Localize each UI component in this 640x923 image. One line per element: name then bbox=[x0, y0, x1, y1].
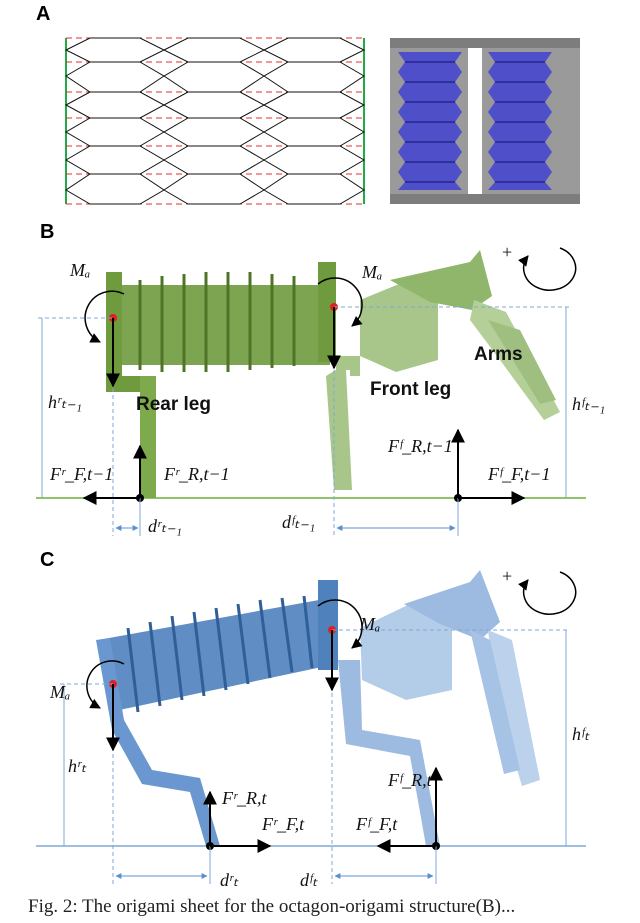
distance-front-b: dᶠₜ₋₁ bbox=[282, 512, 315, 532]
friction-front-b: Fᶠ_F,t−1 bbox=[487, 464, 550, 484]
annotations-c bbox=[60, 571, 577, 884]
origami-folded-render bbox=[390, 38, 580, 204]
panel-label-b: B bbox=[40, 221, 54, 243]
rear-leg-label: Rear leg bbox=[136, 394, 211, 415]
height-front-b: hᶠₜ₋₁ bbox=[572, 394, 605, 414]
friction-rear-b: Fʳ_F,t−1 bbox=[49, 464, 113, 484]
moment-label-b-right: Mₐ bbox=[361, 262, 382, 282]
friction-rear-c: Fʳ_F,t bbox=[261, 814, 305, 834]
reaction-front-b: Fᶠ_R,t−1 bbox=[387, 436, 453, 456]
reaction-rear-b: Fʳ_R,t−1 bbox=[163, 464, 230, 484]
annotations-b bbox=[38, 247, 577, 536]
moment-label-b-left: Mₐ bbox=[69, 260, 90, 280]
distance-front-c: dᶠₜ bbox=[300, 870, 318, 890]
plus-sign-b: + bbox=[502, 242, 512, 262]
distance-rear-c: dʳₜ bbox=[220, 870, 239, 890]
moment-label-c-left: Mₐ bbox=[49, 682, 70, 702]
height-rear-b: hʳₜ₋₁ bbox=[48, 392, 82, 412]
arms-label: Arms bbox=[474, 344, 523, 365]
robot-blue bbox=[36, 570, 586, 850]
plus-sign-c: + bbox=[502, 566, 512, 586]
robot-green bbox=[36, 250, 586, 502]
moment-label-c-right: Mₐ bbox=[359, 614, 380, 634]
distance-rear-b: dʳₜ₋₁ bbox=[148, 516, 182, 536]
origami-sheet-pattern bbox=[64, 37, 366, 205]
panel-label-c: C bbox=[40, 549, 54, 571]
friction-front-c: Fᶠ_F,t bbox=[355, 814, 398, 834]
reaction-front-c: Fᶠ_R,t bbox=[387, 770, 433, 790]
figure-caption: Fig. 2: The origami sheet for the octago… bbox=[28, 896, 516, 917]
panel-label-a: A bbox=[36, 3, 50, 25]
front-leg-label: Front leg bbox=[370, 379, 451, 400]
height-front-c: hᶠₜ bbox=[572, 724, 590, 744]
height-rear-c: hʳₜ bbox=[68, 756, 87, 776]
reaction-rear-c: Fʳ_R,t bbox=[221, 788, 267, 808]
